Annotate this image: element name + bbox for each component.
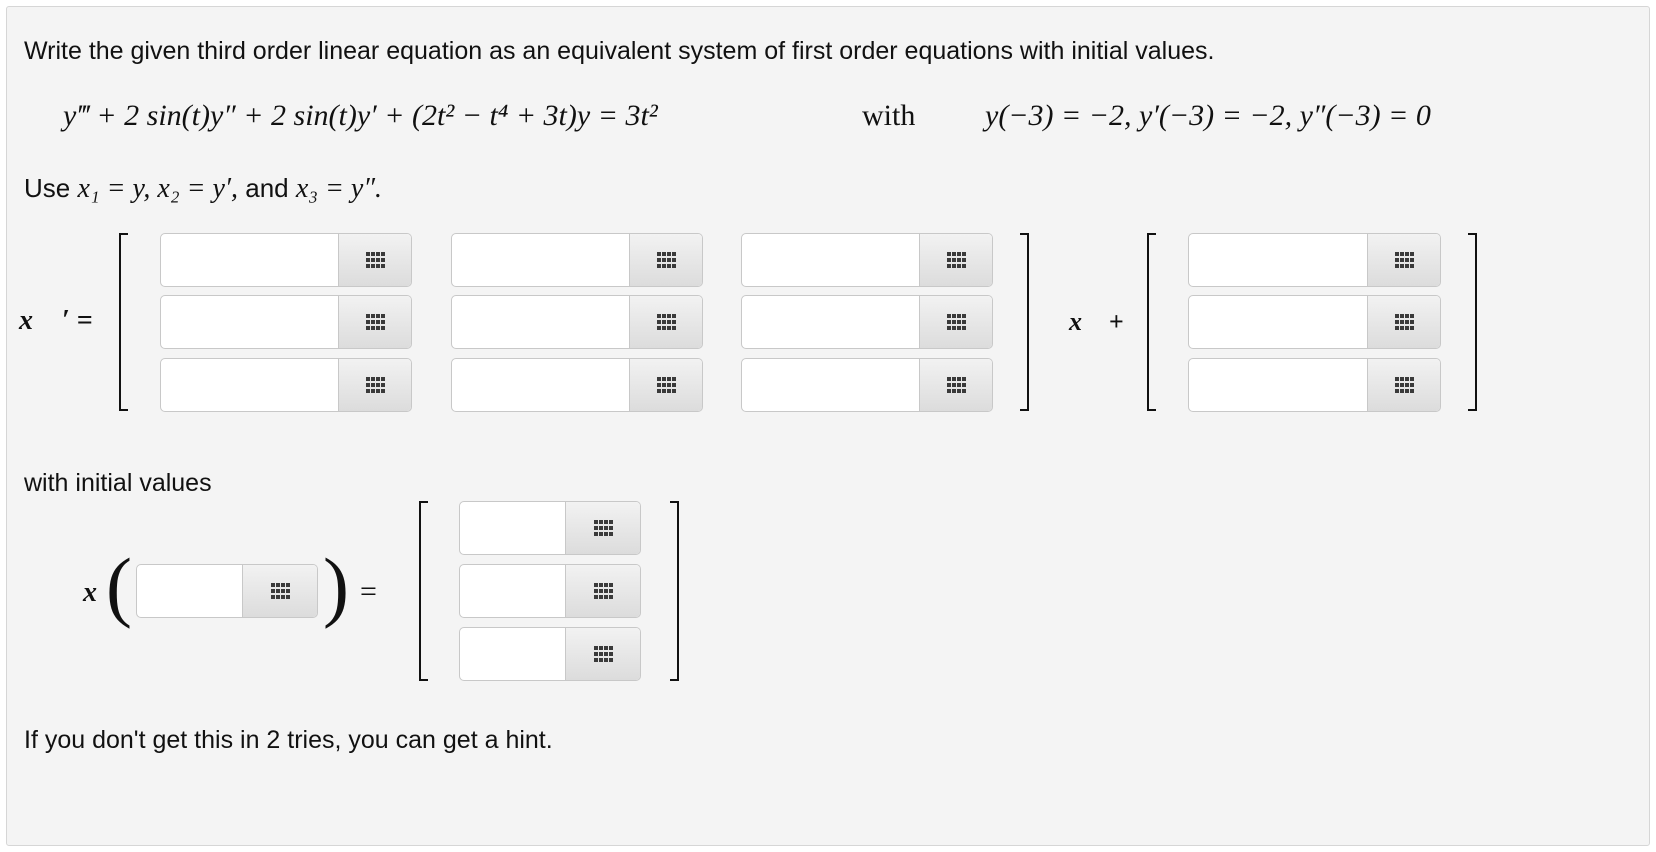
entry-button[interactable] [565, 502, 640, 554]
entry-button[interactable] [338, 296, 411, 348]
grid-icon [365, 313, 385, 331]
matrix-a-3-3[interactable] [741, 358, 993, 412]
entry-button[interactable] [1367, 234, 1440, 286]
vector-f-3[interactable] [1188, 358, 1441, 412]
substitution-and: and [238, 173, 296, 203]
x-plus-label: x⃗ + [1069, 307, 1124, 336]
initial-vector-3[interactable] [459, 627, 641, 681]
grid-icon [365, 376, 385, 394]
initial-vector-3-input[interactable] [460, 628, 567, 680]
matrix-a-1-2-input[interactable] [452, 234, 631, 286]
entry-button[interactable] [919, 234, 992, 286]
entry-button[interactable] [1367, 296, 1440, 348]
grid-icon [946, 313, 966, 331]
substitution-math-2: x₃ = y″. [295, 173, 383, 204]
x-vector-label: x⃗ [83, 577, 119, 608]
vector-f-2-input[interactable] [1189, 296, 1369, 348]
initial-vector-right-bracket [670, 501, 679, 681]
matrix-a-3-2[interactable] [451, 358, 703, 412]
initial-vector-left-bracket [419, 501, 428, 681]
equals-sign: = [360, 575, 377, 608]
grid-icon [1394, 313, 1414, 331]
question-prompt: Write the given third order linear equat… [24, 37, 1215, 65]
matrix-a-1-1-input[interactable] [161, 234, 340, 286]
matrix-a-1-3-input[interactable] [742, 234, 921, 286]
matrix-a-1-3[interactable] [741, 233, 993, 287]
matrix-a-1-2[interactable] [451, 233, 703, 287]
hint-text: If you don't get this in 2 tries, you ca… [24, 726, 553, 754]
initial-time-field[interactable] [136, 564, 318, 618]
entry-button[interactable] [242, 565, 317, 617]
substitution-instruction: Use x₁ = y, x₂ = y′, and x₃ = y″. [24, 173, 382, 205]
entry-button[interactable] [629, 359, 702, 411]
grid-icon [946, 376, 966, 394]
grid-icon [1394, 251, 1414, 269]
entry-button[interactable] [919, 296, 992, 348]
initial-conditions: y(−3) = −2, y′(−3) = −2, y″(−3) = 0 [985, 99, 1431, 132]
grid-icon [593, 645, 613, 663]
with-label: with [862, 99, 916, 132]
grid-icon [270, 582, 290, 600]
grid-icon [593, 519, 613, 537]
entry-button[interactable] [1367, 359, 1440, 411]
matrix-a-3-3-input[interactable] [742, 359, 921, 411]
grid-icon [1394, 376, 1414, 394]
grid-icon [946, 251, 966, 269]
entry-button[interactable] [629, 296, 702, 348]
matrix-a-2-3[interactable] [741, 295, 993, 349]
question-panel: Write the given third order linear equat… [6, 6, 1650, 846]
matrix-left-bracket [119, 233, 128, 411]
differential-equation: y‴ + 2 sin(t)y″ + 2 sin(t)y′ + (2t² − t⁴… [63, 99, 658, 132]
substitution-math: x₁ = y, x₂ = y′, [77, 173, 239, 204]
initial-vector-1[interactable] [459, 501, 641, 555]
substitution-prefix: Use [24, 173, 78, 203]
x-prime-label: x⃗ ′ = [19, 305, 93, 336]
right-paren: ) [323, 542, 349, 629]
matrix-a-3-2-input[interactable] [452, 359, 631, 411]
matrix-a-2-2-input[interactable] [452, 296, 631, 348]
matrix-a-2-1-input[interactable] [161, 296, 340, 348]
entry-button[interactable] [565, 565, 640, 617]
initial-vector-2-input[interactable] [460, 565, 567, 617]
grid-icon [656, 313, 676, 331]
entry-button[interactable] [338, 359, 411, 411]
vector-right-bracket [1468, 233, 1477, 411]
grid-icon [656, 251, 676, 269]
grid-icon [365, 251, 385, 269]
grid-icon [656, 376, 676, 394]
matrix-a-2-3-input[interactable] [742, 296, 921, 348]
vector-f-1[interactable] [1188, 233, 1441, 287]
matrix-a-3-1[interactable] [160, 358, 412, 412]
entry-button[interactable] [565, 628, 640, 680]
entry-button[interactable] [338, 234, 411, 286]
grid-icon [593, 582, 613, 600]
entry-button[interactable] [919, 359, 992, 411]
matrix-a-1-1[interactable] [160, 233, 412, 287]
matrix-right-bracket [1020, 233, 1029, 411]
left-paren: ( [106, 542, 132, 629]
vector-f-2[interactable] [1188, 295, 1441, 349]
initial-time-input[interactable] [137, 565, 243, 617]
with-initial-values-label: with initial values [24, 469, 212, 497]
matrix-a-2-1[interactable] [160, 295, 412, 349]
initial-vector-1-input[interactable] [460, 502, 567, 554]
vector-f-1-input[interactable] [1189, 234, 1369, 286]
vector-left-bracket [1147, 233, 1156, 411]
matrix-a-3-1-input[interactable] [161, 359, 340, 411]
vector-f-3-input[interactable] [1189, 359, 1369, 411]
entry-button[interactable] [629, 234, 702, 286]
initial-vector-2[interactable] [459, 564, 641, 618]
matrix-a-2-2[interactable] [451, 295, 703, 349]
